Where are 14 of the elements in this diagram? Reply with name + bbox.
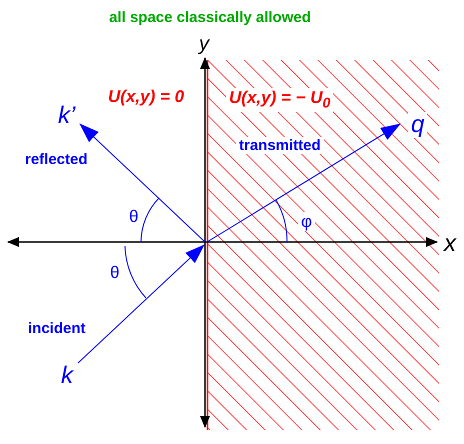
- vector-label: q: [408, 112, 428, 138]
- wave-label: incident: [28, 321, 86, 336]
- wave-label: transmitted: [236, 137, 324, 154]
- wave-label: reflected: [25, 152, 88, 167]
- angle-label: θ: [110, 264, 120, 281]
- angle-label: φ: [298, 212, 316, 231]
- potential-label: U(x,y) = − U$_{0}$: [226, 88, 334, 112]
- angle-label: θ: [129, 208, 138, 225]
- axis-label: y: [199, 34, 209, 54]
- potential-label: U(x,y) = 0: [108, 88, 184, 105]
- axis-label: x: [444, 232, 456, 256]
- vector-label: k: [61, 364, 73, 388]
- title: all space classically allowed: [108, 10, 312, 25]
- vector-label: k’: [58, 104, 76, 128]
